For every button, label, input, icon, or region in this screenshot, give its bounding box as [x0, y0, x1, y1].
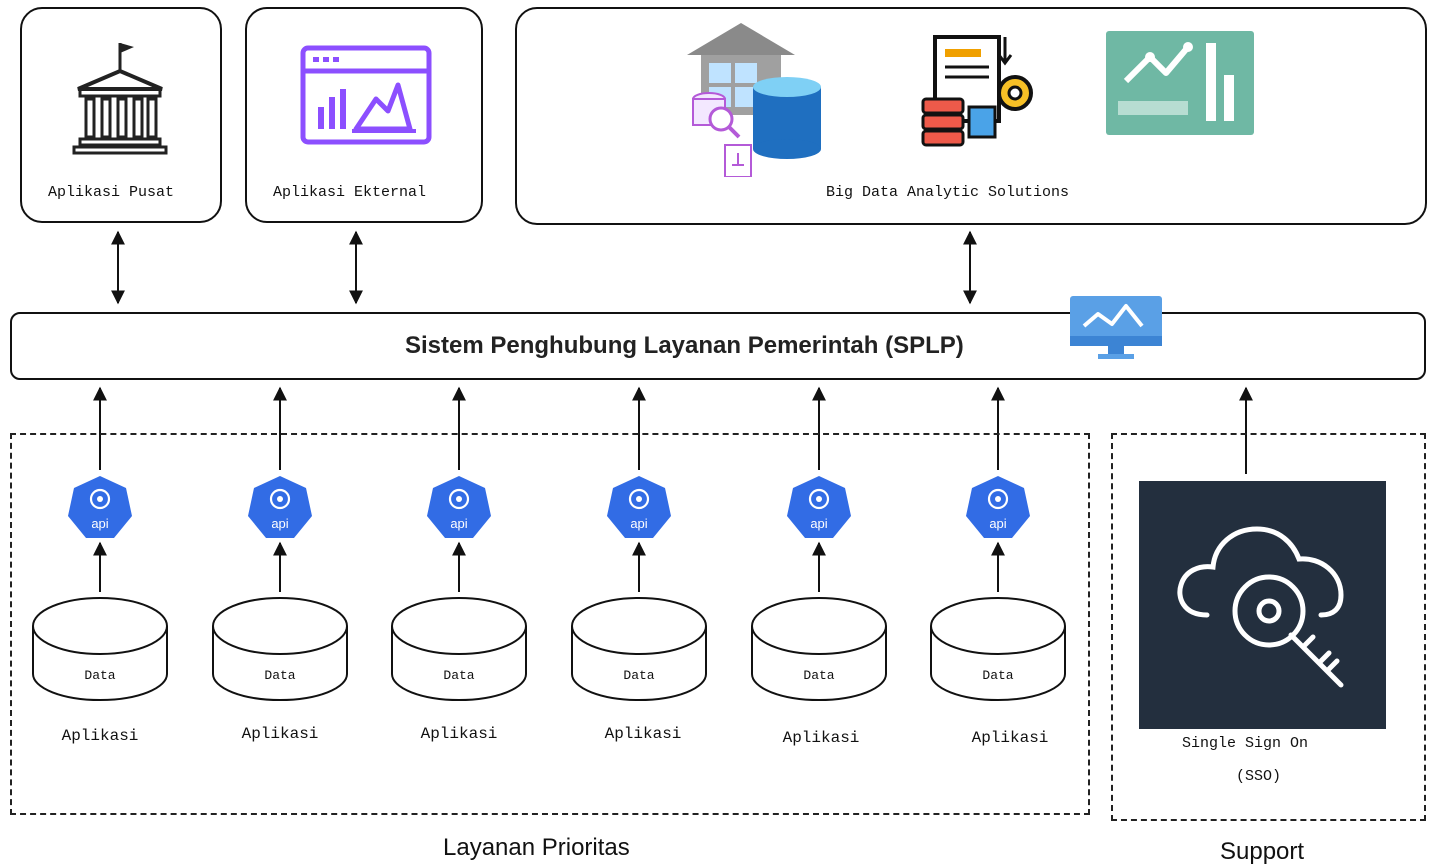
database-label: Data — [982, 668, 1014, 683]
cloud-key-icon — [1177, 526, 1344, 688]
api-icon: api — [785, 474, 853, 545]
api-icon: api — [246, 474, 314, 545]
database-cylinder: Data — [570, 592, 708, 704]
caption-support: Support — [1220, 838, 1305, 865]
app-label: Aplikasi — [241, 725, 319, 743]
api-label: api — [810, 516, 827, 531]
api-icon: api — [66, 474, 134, 545]
database-cylinder: Data — [929, 592, 1067, 704]
splp-title: Sistem Penghubung Layanan Pemerintah (SP… — [405, 332, 964, 359]
label-aplikasi-pusat: Aplikasi Pusat — [48, 184, 175, 201]
data-report-gear-icon — [921, 35, 1033, 147]
api-label: api — [450, 516, 467, 531]
database-cylinder: Data — [390, 592, 528, 704]
app-label: Aplikasi — [420, 725, 498, 743]
app-label: Aplikasi — [782, 729, 860, 747]
database-cylinder: Data — [31, 592, 169, 704]
box-big-data: Big Data Analytic Solutions — [515, 7, 1427, 225]
database-label: Data — [443, 668, 475, 683]
data-warehouse-icon — [687, 23, 821, 177]
sso-label-line2: (SSO) — [1236, 768, 1282, 785]
sso-label-line1: Single Sign On — [1182, 735, 1309, 752]
database-label: Data — [84, 668, 116, 683]
analytics-window-icon — [300, 45, 432, 145]
api-label: api — [271, 516, 288, 531]
database-label: Data — [623, 668, 655, 683]
api-label: api — [630, 516, 647, 531]
api-label: api — [989, 516, 1006, 531]
caption-layanan-prioritas: Layanan Prioritas — [443, 834, 630, 861]
label-aplikasi-eksternal: Aplikasi Ekternal — [273, 184, 427, 201]
database-label: Data — [803, 668, 835, 683]
database-cylinder: Data — [750, 592, 888, 704]
box-aplikasi-pusat: Aplikasi Pusat — [20, 7, 222, 223]
database-cylinder: Data — [211, 592, 349, 704]
government-building-icon — [72, 43, 168, 155]
app-label: Aplikasi — [971, 729, 1049, 747]
database-label: Data — [264, 668, 296, 683]
group-layanan-prioritas — [10, 433, 1090, 815]
label-big-data: Big Data Analytic Solutions — [826, 184, 1070, 201]
monitor-chart-icon — [1070, 296, 1162, 359]
api-icon: api — [605, 474, 673, 545]
app-label: Aplikasi — [604, 725, 682, 743]
app-label: Aplikasi — [61, 727, 139, 745]
splp-bar: Sistem Penghubung Layanan Pemerintah (SP… — [10, 312, 1426, 380]
api-label: api — [91, 516, 108, 531]
sso-tile — [1139, 481, 1386, 729]
box-aplikasi-eksternal: Aplikasi Ekternal — [245, 7, 483, 223]
api-icon: api — [964, 474, 1032, 545]
line-bar-chart-icon — [1106, 31, 1254, 135]
group-support — [1111, 433, 1426, 821]
api-icon: api — [425, 474, 493, 545]
